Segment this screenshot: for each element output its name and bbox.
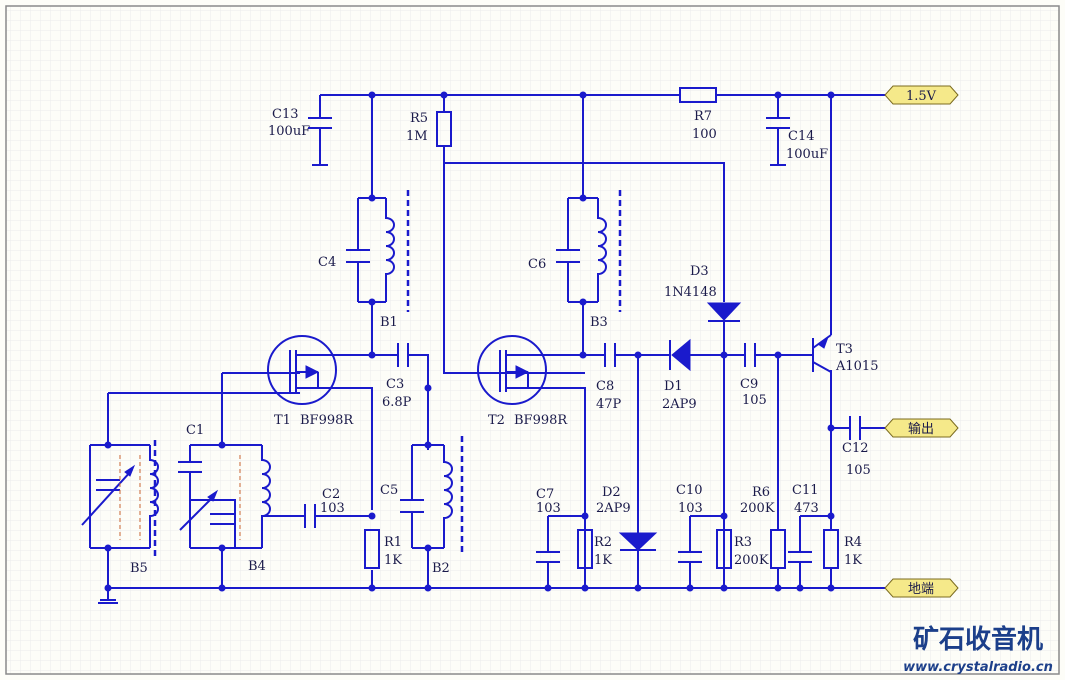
- tank-b2: [400, 436, 464, 556]
- label-b5: B5: [130, 561, 148, 576]
- diode-d3: [706, 302, 742, 322]
- label-c11-value: 473: [794, 501, 819, 516]
- port-out-label: 输出: [908, 421, 934, 437]
- capacitor-c12: [849, 416, 861, 440]
- mosfet-t1: [267, 335, 337, 405]
- label-b1: B1: [380, 315, 398, 330]
- label-r6-value: 200K: [740, 501, 775, 516]
- label-r7-value: 100: [692, 127, 717, 142]
- label-c10: C10: [676, 483, 703, 498]
- label-b2: B2: [432, 561, 450, 576]
- resistor-r4: [823, 529, 839, 569]
- mosfet-t2: [477, 335, 547, 405]
- label-c12-value: 105: [846, 463, 871, 478]
- tank-b5: [81, 440, 159, 556]
- label-b3: B3: [590, 315, 608, 330]
- label-c10-value: 103: [678, 501, 703, 516]
- capacitor-c2: [304, 504, 316, 528]
- resistor-r2: [577, 529, 593, 569]
- label-t3: T3: [836, 342, 853, 357]
- component-labels: C13 100uF R5 1M R7 100 C14 100uF C4 C6 D…: [130, 107, 878, 576]
- sheet-border: [5, 5, 1060, 675]
- tank-b4: [178, 445, 271, 548]
- label-d3-value: 1N4148: [664, 285, 717, 300]
- label-r5: R5: [410, 111, 428, 126]
- label-c2-value: 103: [320, 501, 345, 516]
- label-c13: C13: [272, 107, 299, 122]
- label-c14-value: 100uF: [786, 147, 828, 162]
- label-r2: R2: [594, 535, 612, 550]
- diode-d2: [618, 532, 658, 551]
- resistor-r1: [364, 529, 380, 569]
- port-out: 输出: [884, 418, 959, 438]
- label-t1-value: BF998R: [300, 413, 354, 428]
- resistor-r6: [770, 529, 786, 569]
- resistor-r3: [716, 529, 732, 569]
- label-d2-value: 2AP9: [596, 501, 631, 516]
- watermark-brand: 矿石收音机: [913, 624, 1043, 655]
- capacitor-c7: [536, 551, 560, 563]
- label-c3: C3: [386, 377, 404, 392]
- capacitor-c11: [788, 551, 812, 563]
- watermark-url: www.crystalradio.cn: [903, 660, 1053, 675]
- resistor-r7: [679, 87, 717, 103]
- capacitor-c10: [678, 551, 702, 563]
- label-d2: D2: [602, 485, 621, 500]
- port-vcc-label: 1.5V: [906, 89, 937, 104]
- label-r3-value: 200K: [734, 553, 769, 568]
- label-c9: C9: [740, 377, 758, 392]
- transistor-t3: [805, 334, 832, 373]
- label-r4-value: 1K: [844, 553, 862, 568]
- capacitor-c14: [766, 117, 790, 129]
- label-r7: R7: [694, 109, 712, 124]
- port-vcc: 1.5V: [884, 85, 959, 105]
- label-c11: C11: [792, 483, 819, 498]
- label-c1: C1: [186, 423, 204, 438]
- label-b4: B4: [248, 559, 266, 574]
- label-c6: C6: [528, 257, 546, 272]
- label-c4: C4: [318, 255, 336, 270]
- label-r4: R4: [844, 535, 862, 550]
- label-c8: C8: [596, 379, 614, 394]
- label-d1: D1: [664, 379, 683, 394]
- label-r5-value: 1M: [406, 129, 428, 144]
- label-r6: R6: [752, 485, 770, 500]
- label-c14: C14: [788, 129, 815, 144]
- label-c5: C5: [380, 483, 398, 498]
- port-gnd: 地端: [884, 578, 959, 598]
- watermark: 矿石收音机 www.crystalradio.cn: [903, 624, 1053, 675]
- diode-d1: [669, 338, 691, 372]
- label-c12: C12: [842, 441, 869, 456]
- label-c9-value: 105: [742, 393, 767, 408]
- label-t3-value: A1015: [835, 359, 878, 374]
- resistor-r5: [436, 111, 452, 147]
- label-c7-value: 103: [536, 501, 561, 516]
- label-d3: D3: [690, 264, 709, 279]
- capacitor-c13: [308, 117, 332, 129]
- junctions: [104, 91, 835, 592]
- capacitor-c3: [397, 343, 409, 367]
- label-c13-value: 100uF: [268, 124, 310, 139]
- label-r3: R3: [734, 535, 752, 550]
- label-d1-value: 2AP9: [662, 397, 697, 412]
- label-c3-value: 6.8P: [382, 395, 412, 410]
- label-c8-value: 47P: [596, 397, 622, 412]
- capacitor-c8: [604, 343, 616, 367]
- label-c2: C2: [322, 487, 340, 502]
- label-r1: R1: [384, 535, 402, 550]
- capacitor-c9: [744, 343, 756, 367]
- tank-b1: [346, 190, 410, 312]
- tank-b3: [556, 190, 622, 312]
- port-gnd-label: 地端: [908, 582, 934, 597]
- label-t2: T2: [488, 413, 505, 428]
- label-r1-value: 1K: [384, 553, 402, 568]
- label-r2-value: 1K: [594, 553, 612, 568]
- label-c7: C7: [536, 487, 554, 502]
- label-t1: T1: [274, 413, 291, 428]
- label-t2-value: BF998R: [514, 413, 568, 428]
